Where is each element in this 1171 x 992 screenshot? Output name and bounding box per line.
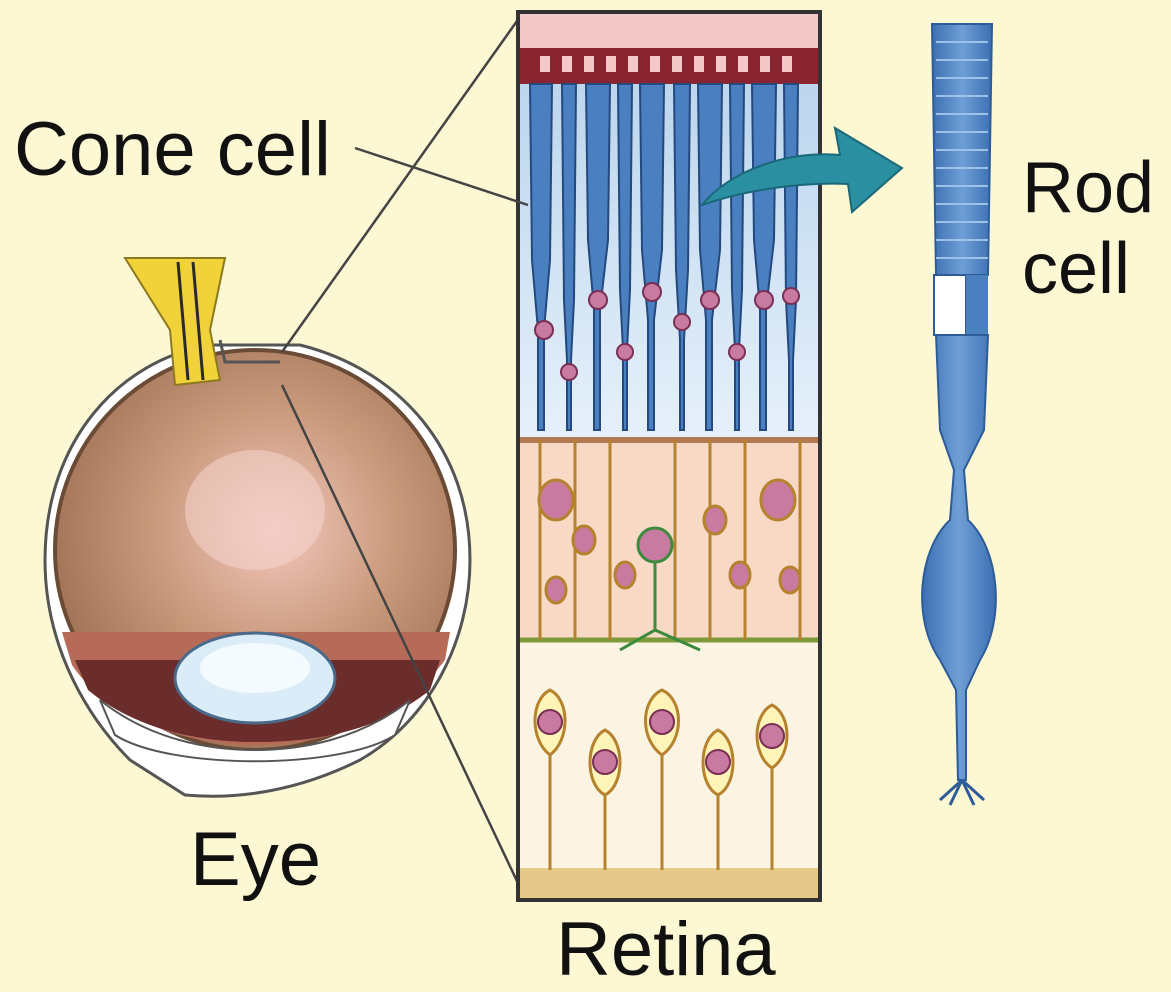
cone-cell-label: Cone cell bbox=[14, 112, 331, 188]
eye-illustration bbox=[45, 258, 470, 796]
eye-lens-glow bbox=[200, 643, 310, 693]
retina-label: Retina bbox=[556, 912, 776, 988]
rod-synaptic-terminal bbox=[940, 780, 984, 805]
eye-label: Eye bbox=[190, 822, 321, 898]
retina-panel bbox=[518, 12, 820, 900]
rod-cell-illustration bbox=[922, 24, 996, 805]
rod-cell-label: Rod cell bbox=[1022, 148, 1154, 309]
rod-cell-label-line-1: Rod bbox=[1022, 148, 1154, 229]
optic-nerve bbox=[125, 258, 225, 385]
cone-pointer-line bbox=[355, 148, 528, 205]
nerve-fiber-layer bbox=[520, 868, 818, 898]
rod-cilium bbox=[934, 275, 966, 335]
rod-inner-segment bbox=[922, 335, 996, 780]
rod-cilium-stalk bbox=[966, 275, 988, 335]
rod-cell-label-line-2: cell bbox=[1022, 229, 1154, 310]
retina-pigment-top bbox=[520, 14, 818, 50]
eye-highlight bbox=[185, 450, 325, 570]
